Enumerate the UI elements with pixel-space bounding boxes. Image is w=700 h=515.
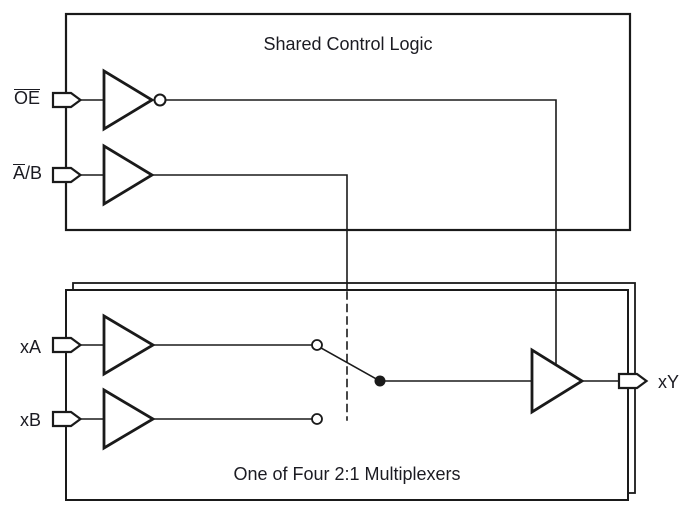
ab-signal-label: A/B [13,164,42,182]
ab-select-wire [152,174,348,291]
ab-plain-text: /B [25,163,43,183]
switch-pole-dot-icon [374,375,386,387]
xb-buffer-icon [102,387,156,451]
inverter-bubble-icon [153,93,167,107]
xa-signal-label: xA [20,337,42,357]
ab-overline-text: A [13,163,26,183]
xb-switch-contact-icon [311,413,323,425]
xa-input-pin-icon [51,336,83,354]
control-block-title: Shared Control Logic [263,34,433,54]
switch-arm [319,346,382,383]
xa-buffer-icon [102,313,156,377]
ab-buffer-icon [102,143,155,207]
xb-input-pin-icon [51,410,83,428]
xb-signal-label: xB [20,410,42,430]
xy-output-pin-icon [617,372,649,390]
mux-block-title: One of Four 2:1 Multiplexers [233,464,461,484]
xy-signal-label: xY [658,372,680,392]
oe-overline-text: OE [14,88,41,108]
oe-input-pin-icon [51,91,83,109]
oe-signal-label: OE [14,88,41,108]
oe-inverter-icon [102,68,155,132]
output-buffer-icon [530,347,585,415]
oe-enable-wire [165,99,557,368]
control-block-outline [64,12,632,232]
ab-input-pin-icon [51,166,83,184]
xa-switch-contact-icon [311,339,323,351]
